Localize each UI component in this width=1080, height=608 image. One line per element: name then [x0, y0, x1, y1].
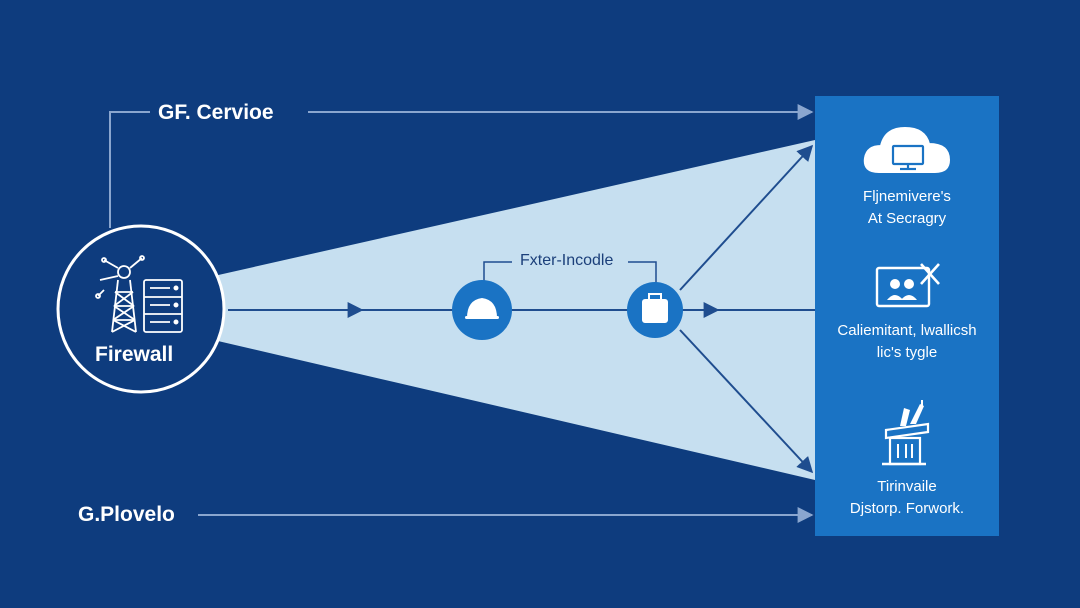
bottom-service-label: G.Plovelo	[78, 503, 175, 526]
center-label-bracket	[483, 261, 512, 288]
panel-item-security: Fljnemivere's At Secragry	[815, 116, 999, 230]
center-label-bracket-right	[628, 261, 657, 288]
panel-item-presentation-line2: lic's tygle	[876, 344, 938, 361]
podium-icon	[882, 400, 930, 466]
destination-panel: Fljnemivere's At Secragry Caliemitant, l…	[815, 96, 999, 536]
bag-icon	[642, 293, 668, 323]
panel-item-security-line1: Fljnemivere's	[863, 188, 951, 205]
firewall-node	[56, 224, 226, 394]
panel-item-presentation: Caliemitant, lwallicsh lic's tygle	[815, 258, 999, 364]
branch-arrow-up	[679, 144, 814, 291]
branch-arrow-down	[679, 329, 814, 474]
top-service-label: GF. Cervioe	[158, 101, 274, 124]
top-connector-line	[109, 111, 150, 228]
firewall-label: Firewall	[95, 343, 174, 366]
center-flow-label: Fxter-Incodle	[520, 252, 614, 269]
panel-item-presentation-line1: Caliemitant, lwallicsh	[837, 322, 977, 339]
user-icon	[465, 298, 499, 319]
presentation-screen-icon	[875, 263, 940, 308]
cloud-monitor-icon	[863, 126, 951, 173]
panel-item-framework-line1: Tirinvaile	[877, 478, 937, 495]
panel-item-security-line2: At Secragry	[867, 210, 947, 227]
panel-item-framework-line2: Djstorp. Forwork.	[849, 500, 965, 517]
server-rack-icon	[143, 279, 183, 333]
panel-item-framework: Tirinvaile Djstorp. Forwork.	[815, 396, 999, 520]
antenna-tower-icon	[95, 255, 145, 333]
